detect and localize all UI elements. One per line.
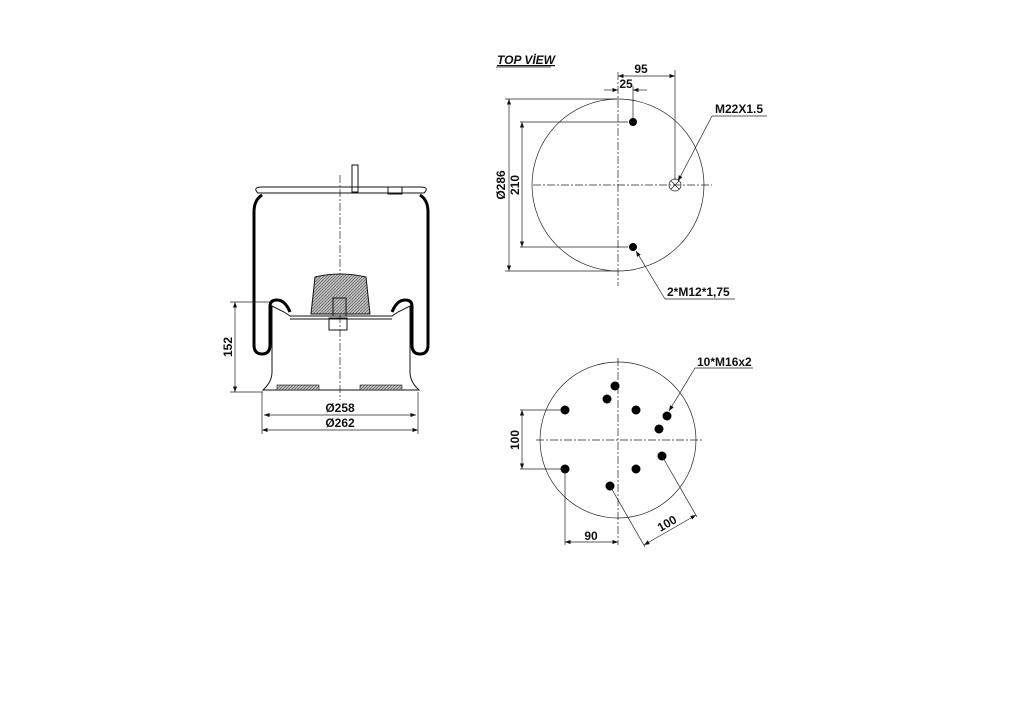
dim-286-label: Ø286 xyxy=(494,170,508,200)
dim-210-label: 210 xyxy=(508,175,522,195)
piston-bolt xyxy=(328,317,348,331)
bolt-hole xyxy=(602,394,612,404)
dim-100-diag-line xyxy=(643,514,697,546)
bottom-view: 10*M16x2 100 90 100 xyxy=(508,355,753,548)
top-plate xyxy=(255,186,427,194)
bolt-callout: 10*M16x2 xyxy=(697,355,752,369)
dim-100-diag-label: 100 xyxy=(655,512,680,534)
dim-100-v-label: 100 xyxy=(508,430,522,450)
dim-258-label: Ø258 xyxy=(325,401,355,415)
air-port-callout: M22X1.5 xyxy=(715,102,763,116)
piston xyxy=(261,305,421,391)
base-hatch-left xyxy=(276,384,320,391)
top-view-title: TOP VİEW xyxy=(497,52,557,67)
dim-ext xyxy=(609,485,646,548)
air-fitting xyxy=(387,186,403,195)
bumper xyxy=(310,273,371,315)
dim-152-label: 152 xyxy=(221,337,235,357)
bellows-left xyxy=(252,193,292,356)
leader-line xyxy=(668,367,696,412)
bolt-hole xyxy=(631,464,641,474)
bolt-holes xyxy=(560,381,672,491)
dim-90-label: 90 xyxy=(584,529,598,543)
leader-line xyxy=(677,115,713,182)
base-hatch-right xyxy=(359,384,403,391)
stud-callout: 2*M12*1,75 xyxy=(667,285,730,299)
top-view: TOP VİEW 95 25 Ø286 210 M22X1.5 2*M12*1,… xyxy=(494,52,767,300)
dim-95-label: 95 xyxy=(634,62,648,76)
bolt-hole xyxy=(662,411,672,421)
bumper-insert xyxy=(332,297,347,317)
bolt-hole xyxy=(610,381,620,391)
bolt-hole xyxy=(654,424,664,434)
dim-ext xyxy=(661,455,698,518)
bolt-hole xyxy=(631,405,641,415)
stud-hole xyxy=(629,118,637,126)
dim-25-label: 25 xyxy=(619,77,633,91)
stud-hole xyxy=(629,243,637,251)
bellows-right xyxy=(390,193,430,356)
mounting-stud xyxy=(351,164,359,193)
leader-line xyxy=(635,250,666,300)
dim-262-label: Ø262 xyxy=(325,416,355,430)
side-view: 152 Ø258 Ø262 xyxy=(221,164,430,434)
air-port-cross xyxy=(670,180,680,190)
